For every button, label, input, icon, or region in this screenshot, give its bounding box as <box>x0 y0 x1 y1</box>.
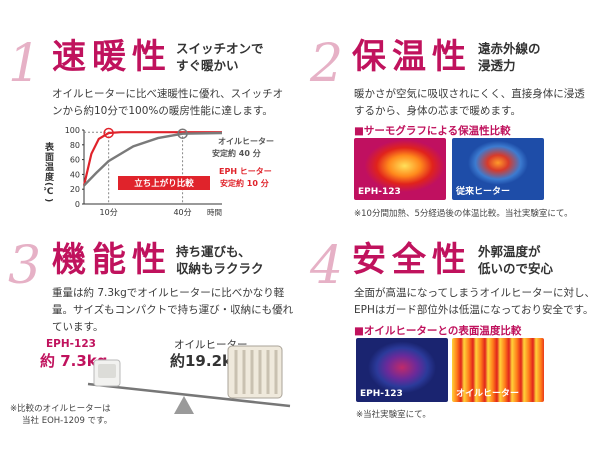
eph-stable-marker <box>103 127 114 139</box>
surface-temp-image-oil: オイルヒーター <box>452 338 544 402</box>
section-3-title: 機能性 <box>52 240 172 280</box>
section-4-caption: ■オイルヒーターとの表面温度比較 <box>354 325 522 337</box>
seesaw-illustration <box>87 345 291 414</box>
surface-temp-label-oil: オイルヒーター <box>456 389 520 399</box>
eph-annotation-line2: 安定約 10 分 <box>220 178 269 188</box>
surface-temp-label-eph: EPH-123 <box>360 389 403 399</box>
surface-temp-image-eph: EPH-123 <box>356 338 448 402</box>
thermo-image-eph: EPH-123 <box>354 138 446 200</box>
product-b-weight: 約19.2kg <box>170 352 243 370</box>
section-3-note-line2: 当社 EOH-1209 です。 <box>22 416 113 426</box>
section-3-subtitle-line2: 収納もラクラク <box>176 261 264 276</box>
thermo-label-conventional: 従来ヒーター <box>456 187 511 197</box>
thermo-label-eph: EPH-123 <box>358 187 401 197</box>
y-tick-label: 40 <box>70 170 80 179</box>
section-2-subtitle-line2: 浸透力 <box>478 58 516 73</box>
section-2-caption: ■サーモグラフによる保温性比較 <box>354 125 511 137</box>
y-tick-label: 20 <box>70 185 80 194</box>
section-1-subtitle-line2: すぐ暖かい <box>176 58 239 73</box>
section-1-title: 速暖性 <box>52 37 172 77</box>
warmup-chart: 100 80 60 40 20 0 10分 40分 表面温度(℃) 時間 オイルヒーター 安… <box>44 126 274 217</box>
y-tick-label: 100 <box>65 126 80 135</box>
section-2-title: 保温性 <box>352 37 472 77</box>
product-a-name: EPH-123 <box>46 338 96 350</box>
x-tick-label: 10分 <box>100 208 118 217</box>
series-line-eph <box>82 131 222 186</box>
series-line-oil-heater <box>83 131 223 187</box>
section-2-note: ※10分間加熱、5分経過後の体温比較。当社実験室にて。 <box>354 209 573 219</box>
y-axis-label: 表面温度(℃) <box>44 141 55 203</box>
x-tick-label: 40分 <box>173 208 191 217</box>
section-3-body: 重量は約 7.3kgでオイルヒーターに比べかなり軽量。サイズもコンパクトで持ち運… <box>52 287 294 333</box>
oil-annotation-line1: オイルヒーター <box>218 136 274 146</box>
section-4-number: 4 <box>310 236 344 296</box>
section-2-number: 2 <box>310 34 344 94</box>
eph-annotation-line1: EPH ヒーター <box>219 166 272 176</box>
section-3-subtitle-line1: 持ち運びも、 <box>176 244 251 259</box>
section-4-title: 安全性 <box>352 240 472 280</box>
section-2-subtitle-line1: 遠赤外線の <box>478 41 541 56</box>
rise-comparison-badge <box>118 176 210 190</box>
section-4-subtitle-line1: 外郭温度が <box>478 244 541 259</box>
section-4-note: ※当社実験室にて。 <box>356 410 431 420</box>
section-3-number: 3 <box>8 236 42 296</box>
oil-stable-marker <box>177 128 188 139</box>
thermo-image-conventional: 従来ヒーター <box>452 138 544 200</box>
y-tick-label: 80 <box>70 141 80 150</box>
section-1-body: オイルヒーターに比べ速暖性に優れ、スイッチオンから約10分で100%の暖房性能に… <box>52 88 284 117</box>
y-tick-label: 60 <box>70 156 80 165</box>
oil-annotation-line2: 安定約 40 分 <box>212 148 261 158</box>
x-axis-label: 時間 <box>207 208 222 217</box>
product-a-weight: 約 7.3kg <box>40 352 108 370</box>
section-4-subtitle-line2: 低いので安心 <box>478 261 554 276</box>
y-tick-label: 0 <box>75 200 80 209</box>
section-3-note-line1: ※比較のオイルヒーターは <box>10 404 111 414</box>
section-4-body: 全面が高温になってしまうオイルヒーターに対し、EPHはガード部位外は低温になって… <box>354 287 595 316</box>
section-1-number: 1 <box>8 34 42 94</box>
section-1-subtitle-line1: スイッチオンで <box>176 41 264 56</box>
rise-comparison-label: 立ち上がり比較 <box>134 178 194 189</box>
section-2-body: 暖かさが空気に吸収されにくく、直接身体に浸透するから、身体の芯まで暖めます。 <box>354 88 585 117</box>
